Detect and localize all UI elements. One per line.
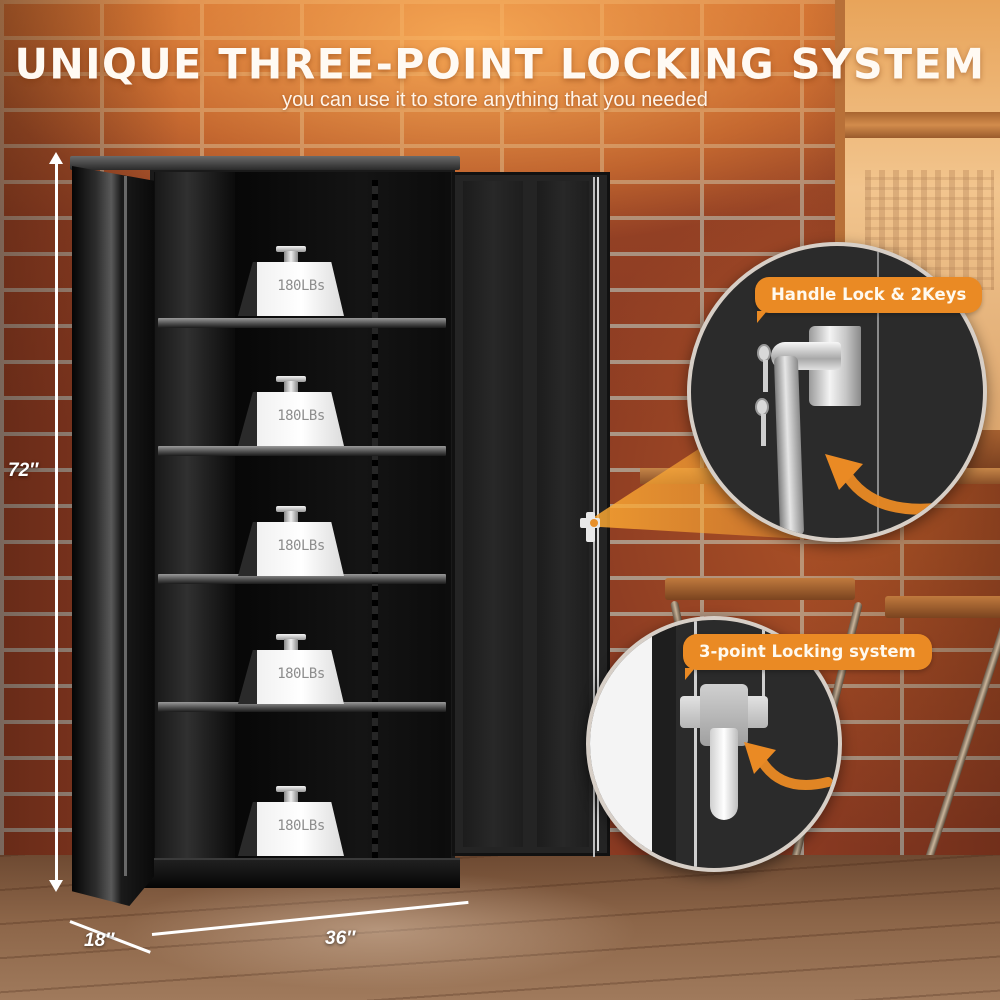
weight-neck	[284, 511, 298, 523]
door-edge	[124, 176, 127, 876]
width-label: 36″	[325, 928, 356, 949]
arrow-down-icon	[49, 880, 63, 892]
bar-stool-seat	[885, 596, 1000, 618]
door-seam	[877, 246, 879, 538]
height-dimension-line	[55, 160, 58, 882]
weight-neck	[284, 381, 298, 393]
weight-block	[238, 802, 344, 856]
weight-label: 180LBs	[277, 278, 325, 294]
door-edge	[597, 177, 599, 851]
cabinet-top	[70, 156, 460, 170]
weight-block	[238, 522, 344, 576]
weight-neck	[284, 251, 298, 263]
weight-block	[238, 262, 344, 316]
height-label: 72″	[8, 460, 39, 481]
headline-title: UNIQUE THREE-POINT LOCKING SYSTEM	[14, 39, 986, 89]
weight-label: 180LBs	[277, 818, 325, 834]
shelf-adjustment-rail	[372, 180, 378, 860]
weight-180lbs: 180LBs	[238, 786, 344, 856]
weight-knob	[276, 506, 306, 512]
bar-stool-seat	[665, 578, 855, 600]
weight-180lbs: 180LBs	[238, 246, 344, 316]
weight-knob	[276, 376, 306, 382]
latch-lever	[710, 728, 738, 820]
three-point-lock-callout-label: 3-point Locking system	[699, 642, 916, 661]
lower-locking-rod	[694, 620, 697, 868]
three-point-lock-callout: 3-point Locking system	[683, 634, 932, 680]
door-panel	[463, 181, 523, 847]
latch-highlight-dot	[590, 519, 598, 527]
weight-block	[238, 392, 344, 446]
handle-arm	[773, 355, 805, 537]
weight-180lbs: 180LBs	[238, 634, 344, 704]
arrow-up-icon	[49, 152, 63, 164]
weight-knob	[276, 246, 306, 252]
window-mullion	[845, 112, 1000, 138]
door-edge-strip	[652, 620, 676, 868]
weight-block	[238, 650, 344, 704]
cabinet-door-right	[452, 172, 610, 857]
shelf-1	[158, 318, 446, 328]
cabinet-inner-side	[155, 172, 235, 872]
weight-label: 180LBs	[277, 538, 325, 554]
door-latch	[580, 512, 600, 542]
cabinet-door-left	[72, 166, 154, 906]
shelf-3	[158, 574, 446, 584]
curved-arrow-icon	[744, 742, 833, 790]
depth-label: 18″	[84, 930, 115, 951]
weight-180lbs: 180LBs	[238, 506, 344, 576]
handle-lock-callout: Handle Lock & 2Keys	[755, 277, 983, 323]
cabinet-base	[135, 858, 460, 888]
door-panel	[537, 181, 589, 847]
headline-subtitle: you can use it to store anything that yo…	[282, 89, 708, 111]
key-blade	[761, 414, 766, 446]
key-blade	[763, 360, 768, 392]
weight-neck	[284, 639, 298, 651]
curved-arrow-icon	[825, 454, 947, 515]
handle-lock-callout-label: Handle Lock & 2Keys	[771, 285, 967, 304]
weight-label: 180LBs	[277, 666, 325, 682]
weight-knob	[276, 634, 306, 640]
weight-label: 180LBs	[277, 408, 325, 424]
shelf-4	[158, 702, 446, 712]
weight-knob	[276, 786, 306, 792]
cabinet-frame-edge	[590, 620, 652, 868]
weight-180lbs: 180LBs	[238, 376, 344, 446]
latch-stem	[586, 512, 595, 542]
shelf-2	[158, 446, 446, 456]
weight-neck	[284, 791, 298, 803]
